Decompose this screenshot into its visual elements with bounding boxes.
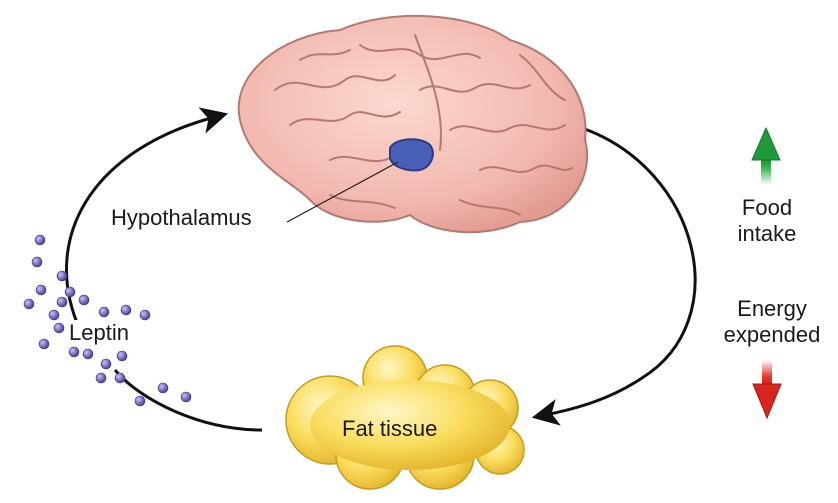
leptin-label: Leptin	[67, 320, 131, 346]
food-intake-label: Food intake	[722, 195, 812, 247]
food-intake-line-2: intake	[737, 221, 797, 246]
energy-expended-label: Energy expended	[712, 296, 832, 348]
leptin-molecules	[23, 234, 192, 407]
hypothalamus-label: Hypothalamus	[111, 205, 252, 230]
fat-tissue-label: Fat tissue	[342, 416, 438, 441]
arrow-brain-to-fat	[531, 126, 697, 426]
arrow-fat-to-leptin	[113, 369, 263, 432]
energy-expended-down-arrow-icon	[752, 360, 782, 420]
energy-expended-line-1: Energy	[737, 296, 807, 321]
food-intake-up-arrow-icon	[751, 126, 781, 185]
hypothalamus-pointer-line	[286, 161, 399, 223]
hypothalamus-region	[389, 138, 434, 172]
food-intake-line-1: Food	[741, 195, 793, 220]
brain-icon	[237, 14, 589, 234]
energy-expended-line-2: expended	[723, 322, 821, 347]
fat-tissue-icon	[285, 345, 525, 490]
